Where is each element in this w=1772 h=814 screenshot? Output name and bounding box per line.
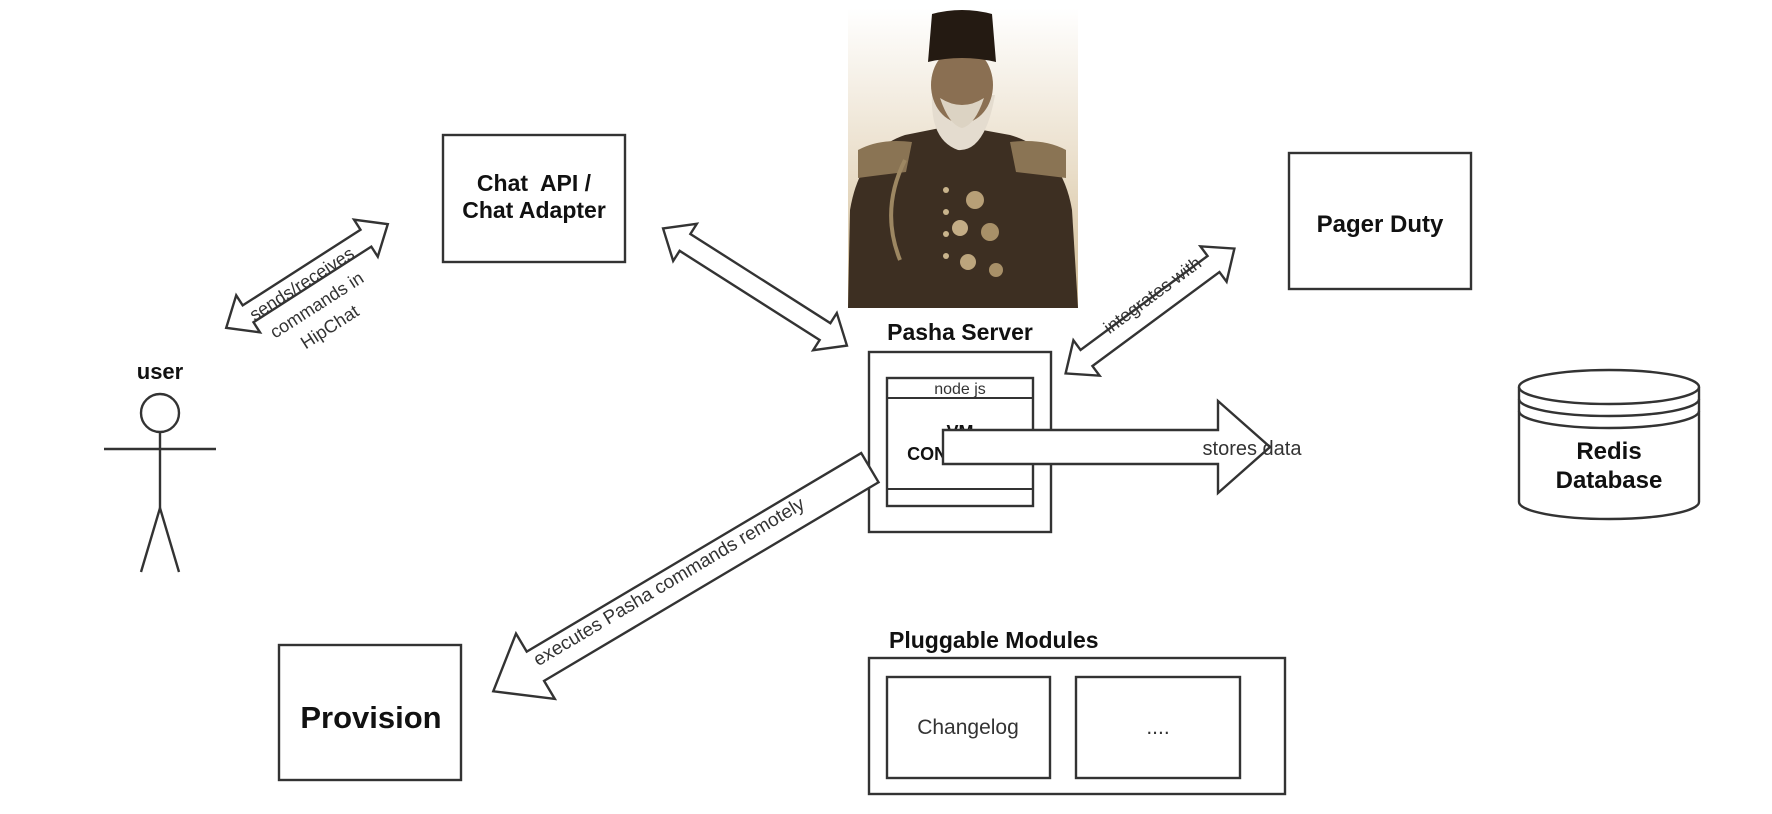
chat-api-line1: Chat API / — [477, 170, 592, 196]
label-pasha-redis: stores data — [1203, 438, 1303, 460]
node-js-label: node js — [934, 381, 986, 398]
redis-line2: Database — [1556, 467, 1663, 494]
label-user-chat: sends/receives commands in HipChat — [246, 243, 367, 353]
user-actor: user — [104, 359, 216, 573]
module-changelog-label: Changelog — [917, 716, 1019, 739]
arrow-pasha-pager — [1064, 244, 1236, 378]
pluggable-modules-node: Pluggable Modules Changelog .... — [867, 627, 1287, 796]
module-changelog: Changelog — [885, 675, 1052, 780]
label-pasha-provision: executes Pasha commands remotely — [530, 493, 809, 670]
pasha-server-node: Pasha Server node js VM CONTAINER — [867, 319, 1053, 534]
pasha-portrait-image — [848, 8, 1078, 308]
arrow-pasha-redis — [941, 398, 1272, 496]
provision-label: Provision — [300, 700, 441, 735]
user-label: user — [137, 359, 184, 384]
arrow-user-chat — [224, 218, 390, 334]
module-more-label: .... — [1146, 716, 1169, 739]
user-head — [139, 392, 181, 434]
chat-api-line2: Chat Adapter — [462, 197, 606, 223]
arrow-chat-pasha — [661, 222, 849, 352]
arrow-pasha-provision — [491, 451, 881, 701]
pasha-server-label: Pasha Server — [887, 319, 1033, 345]
chat-api-node: Chat API / Chat Adapter — [441, 133, 627, 264]
pager-duty-label: Pager Duty — [1317, 211, 1444, 238]
pluggable-modules-label: Pluggable Modules — [889, 627, 1099, 653]
redis-database-node: Redis Database — [1517, 368, 1701, 521]
module-more: .... — [1074, 675, 1242, 780]
provision-node: Provision — [277, 643, 463, 782]
redis-line1: Redis — [1576, 438, 1641, 465]
pager-duty-node: Pager Duty — [1287, 151, 1473, 291]
